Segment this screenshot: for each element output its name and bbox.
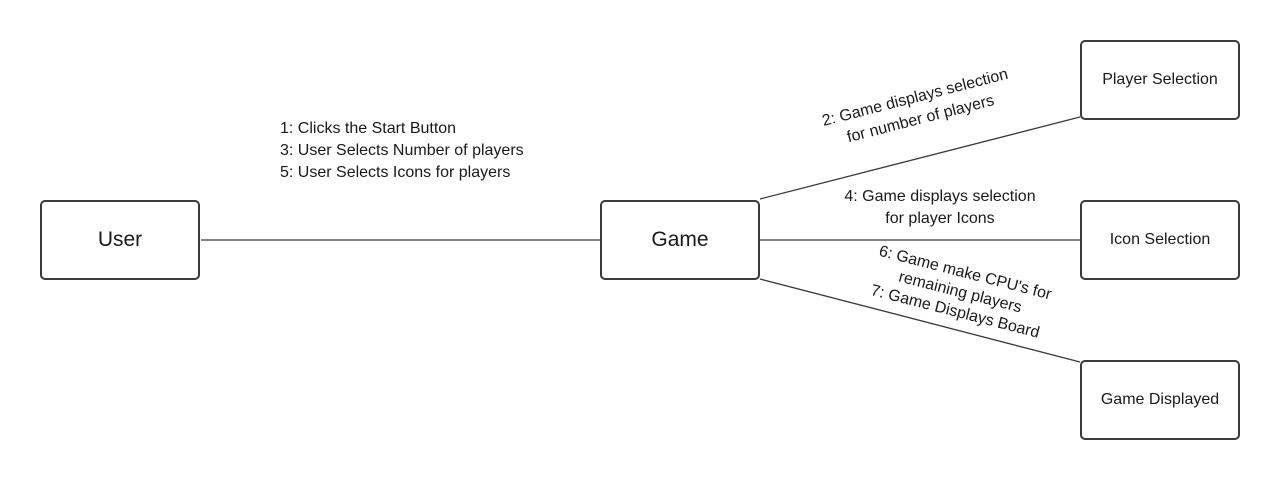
game-node: Game [600,200,760,280]
icon-selection-node: Icon Selection [1080,200,1240,280]
connector-game-game-displayed [759,278,1081,363]
user-node: User [40,200,200,280]
message-4-line-1: 4: Game displays selection [844,188,1036,205]
player-selection-node-label: Player Selection [1102,71,1218,88]
icon-selection-node-label: Icon Selection [1109,231,1211,248]
connector-game-player-selection [759,116,1081,200]
message-3: 3: User Selects Number of players [280,142,524,159]
user-node-label: User [97,228,143,251]
message-4-line-2: for player Icons [885,210,995,227]
message-5: 5: User Selects Icons for players [280,164,511,181]
user-game-messages: 1: Clicks the Start Button 3: User Selec… [280,118,524,184]
game-displayed-node-label: Game Displayed [1100,391,1220,408]
player-selection-node: Player Selection [1080,40,1240,120]
icon-selection-messages: 4: Game displays selection for player Ic… [830,186,1050,230]
game-displayed-node: Game Displayed [1080,360,1240,440]
message-1: 1: Clicks the Start Button [280,120,457,137]
game-node-label: Game [651,228,709,251]
